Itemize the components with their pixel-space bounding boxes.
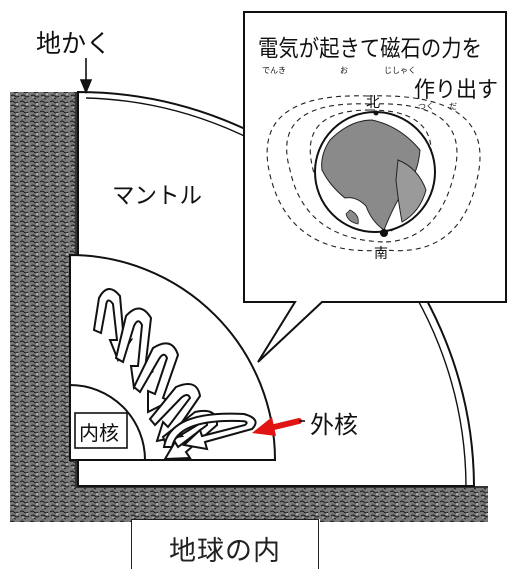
caption-text: 地球の内 (169, 536, 281, 567)
mantle-label: マントル (112, 183, 202, 209)
outer-core-pointer-arrow (252, 417, 302, 436)
inner-core-label-box (74, 412, 128, 449)
ruby-denki: でんき (262, 66, 286, 75)
convection-arrow-3 (132, 342, 180, 414)
crust-pointer-arrow (79, 58, 93, 95)
north-label: 北 (366, 95, 380, 111)
convection-arrows (92, 288, 257, 461)
rock-background (10, 92, 488, 522)
south-label: 南 (374, 246, 388, 262)
caption-box: 地球の内 (131, 519, 319, 569)
crust-label: 地かく (36, 29, 111, 58)
ruby-o: お (340, 66, 348, 75)
magnetic-globe (266, 95, 481, 252)
convection-arrow-4 (148, 383, 202, 443)
ruby-da: だ (449, 102, 457, 111)
outer-core-label: 外核 (310, 411, 358, 439)
callout-line1: 電気が起きて磁石の力を (258, 36, 482, 62)
inner-core-label: 内核 (79, 421, 119, 445)
ruby-jishaku: じしゃく (384, 66, 416, 75)
convection-arrow-6 (162, 412, 257, 451)
callout-line2: 作り出す (414, 78, 498, 103)
ruby-tsuku: つく (418, 102, 434, 111)
